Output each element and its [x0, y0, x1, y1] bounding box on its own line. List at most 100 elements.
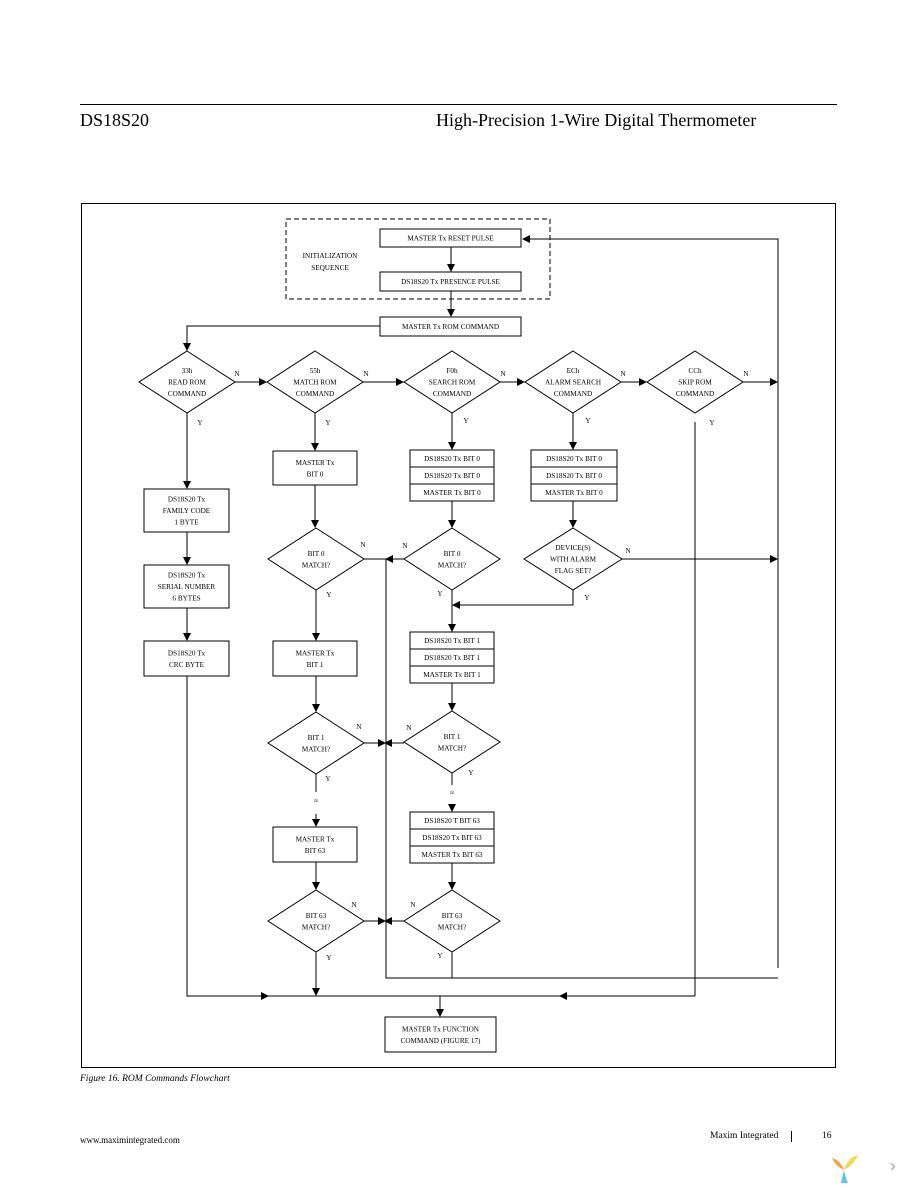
no-label: N: [410, 901, 416, 909]
match-tx-bit63-box-label: BIT 63: [305, 847, 326, 855]
alarm-search-decision-label: ECh: [567, 367, 580, 375]
alarm-search-decision: [524, 350, 622, 414]
search-rom-decision-label: COMMAND: [433, 390, 471, 398]
init-group-label: INITIALIZATION: [303, 252, 358, 260]
no-label: N: [625, 547, 631, 555]
footer-url[interactable]: www.maximintegrated.com: [80, 1135, 180, 1145]
init-sequence-group: [285, 218, 551, 300]
read-rom-decision-label: 33h: [182, 367, 193, 375]
figure-caption: Figure 16. ROM Commands Flowchart: [80, 1074, 230, 1084]
chevron-right-icon[interactable]: ›: [889, 1156, 897, 1177]
match-tx-bit1-box-label: BIT 1: [307, 661, 324, 669]
crc-byte-box: [143, 640, 230, 677]
flow-line: [183, 325, 380, 351]
match-tx-bit63-box-label: MASTER Tx: [296, 835, 335, 843]
match-bit0-decision-label: MATCH?: [302, 561, 330, 569]
function-command-box: [384, 1016, 497, 1053]
skip-rom-decision-label: CCh: [688, 367, 702, 375]
search-bit0-decision-label: MATCH?: [438, 561, 466, 569]
search-rom-decision-label: SEARCH ROM: [429, 379, 476, 387]
reset-pulse-box-label: MASTER Tx RESET PULSE: [407, 235, 494, 243]
search-bit63-rows: [409, 811, 495, 864]
match-bit63-decision: [267, 889, 365, 953]
match-tx-bit0-box-label: MASTER Tx: [296, 459, 335, 467]
alarm-flag-decision: [523, 527, 623, 591]
crc-byte-box-label: DS18S20 Tx: [168, 649, 206, 657]
yes-label: Y: [197, 419, 203, 427]
search-bit0-decision-label: BIT 0: [444, 550, 461, 558]
search-bit63-decision-label: MATCH?: [438, 923, 466, 931]
search-bit0-rows-row: DS18S20 Tx BIT 0: [424, 472, 480, 480]
search-bit63-rows-row: DS18S20 T BIT 63: [424, 817, 480, 825]
part-number: DS18S20: [80, 110, 150, 130]
flow-line: [452, 590, 574, 609]
yes-label: Y: [437, 952, 443, 960]
alarm-search-decision-label: ALARM SEARCH: [545, 379, 601, 387]
no-label: N: [356, 723, 362, 731]
serial-number-box-label: SERIAL NUMBER: [158, 583, 216, 591]
family-code-box-label: FAMILY CODE: [163, 507, 211, 515]
presence-pulse-box-label: DS18S20 Tx PRESENCE PULSE: [401, 278, 500, 286]
serial-number-box-label: 6 BYTES: [172, 595, 200, 603]
search-bit63-decision: [403, 889, 501, 953]
viewer-logo-icon: [826, 1150, 862, 1184]
match-bit1-decision: [267, 711, 365, 775]
search-bit1-decision: [403, 710, 501, 774]
rom-command-box-label: MASTER Tx ROM COMMAND: [402, 323, 499, 331]
no-label: N: [743, 370, 749, 378]
alarm-flag-decision-label: FLAG SET?: [555, 567, 592, 575]
rom-command-box: [379, 316, 522, 337]
init-group-label: SEQUENCE: [311, 264, 349, 272]
match-bit1-decision-label: MATCH?: [302, 745, 330, 753]
yes-label: Y: [468, 769, 474, 777]
yes-label: Y: [325, 775, 331, 783]
no-label: N: [402, 542, 408, 550]
family-code-box-label: 1 BYTE: [174, 519, 199, 527]
alarm-flag-decision-label: WITH ALARM: [550, 556, 597, 564]
yes-label: Y: [437, 590, 443, 598]
match-rom-decision-label: COMMAND: [296, 390, 334, 398]
break-mark: ≈: [450, 789, 454, 797]
figure-frame: [81, 203, 836, 1068]
search-bit0-rows-row: MASTER Tx BIT 0: [423, 489, 481, 497]
yes-label: Y: [585, 417, 591, 425]
yes-label: Y: [326, 954, 332, 962]
match-tx-bit0-box: [272, 450, 358, 486]
match-tx-bit1-box: [272, 640, 358, 677]
search-rom-decision: [403, 350, 501, 414]
match-tx-bit63-box: [272, 826, 358, 863]
read-rom-decision-label: READ ROM: [168, 379, 206, 387]
search-bit0-rows-row: DS18S20 Tx BIT 0: [424, 455, 480, 463]
match-bit1-decision-label: BIT 1: [308, 734, 325, 742]
page-number: 16: [822, 1131, 832, 1141]
skip-rom-decision-label: COMMAND: [676, 390, 714, 398]
alarm-bit0-rows-row: DS18S20 Tx BIT 0: [546, 472, 602, 480]
footer-company: Maxim Integrated: [710, 1131, 779, 1141]
no-label: N: [363, 370, 369, 378]
search-bit1-decision-label: BIT 1: [444, 733, 461, 741]
no-label: N: [351, 901, 357, 909]
footer-divider: [791, 1131, 792, 1142]
match-bit0-decision: [267, 527, 365, 591]
search-bit63-rows-row: DS18S20 Tx BIT 63: [422, 834, 482, 842]
alarm-flag-decision-label: DEVICE(S): [555, 544, 591, 552]
search-bit1-decision-label: MATCH?: [438, 744, 466, 752]
flow-line: [522, 235, 779, 968]
match-bit0-decision-label: BIT 0: [308, 550, 325, 558]
skip-rom-decision-label: SKIP ROM: [678, 379, 712, 387]
match-tx-bit1-box-label: MASTER Tx: [296, 649, 335, 657]
alarm-bit0-rows-row: DS18S20 Tx BIT 0: [546, 455, 602, 463]
no-label: N: [234, 370, 240, 378]
function-command-box-label: MASTER Tx FUNCTION: [402, 1025, 480, 1033]
yes-label: Y: [325, 419, 331, 427]
document-title: High-Precision 1-Wire Digital Thermomete…: [436, 110, 757, 130]
family-code-box: [143, 488, 230, 533]
match-bit63-decision-label: BIT 63: [306, 912, 327, 920]
match-bit63-decision-label: MATCH?: [302, 923, 330, 931]
no-label: N: [406, 724, 412, 732]
search-bit1-rows-row: DS18S20 Tx BIT 1: [424, 637, 480, 645]
function-command-box-label: COMMAND (FIGURE 17): [401, 1037, 481, 1045]
match-rom-decision: [266, 350, 364, 414]
read-rom-decision: [138, 350, 236, 414]
